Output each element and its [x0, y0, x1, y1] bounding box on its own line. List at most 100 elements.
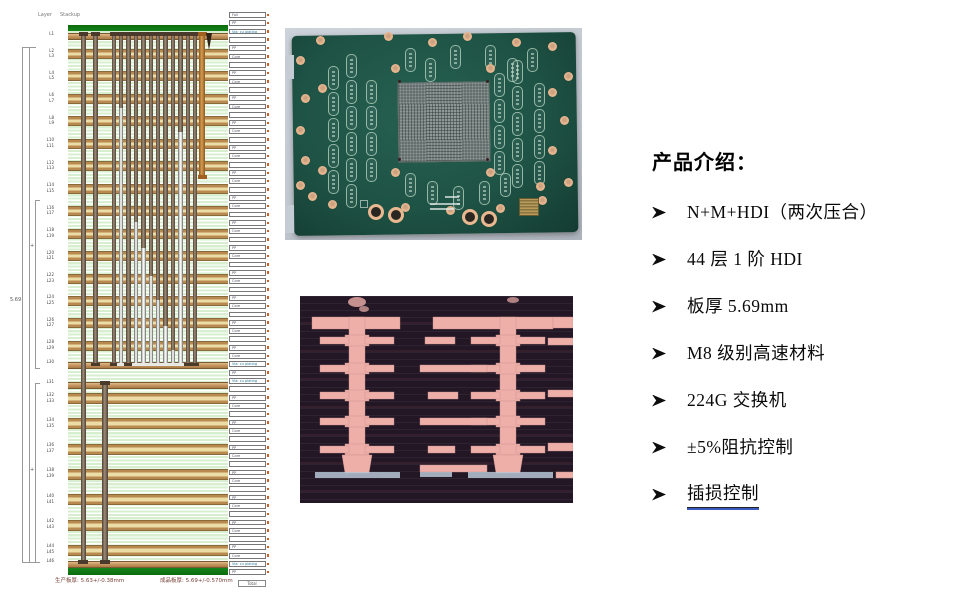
layer-label: L2: [49, 47, 54, 53]
material-box: [229, 36, 266, 43]
backdrilled-via: [155, 300, 161, 366]
silkscreen-square: [360, 200, 368, 208]
via-pad: [124, 32, 133, 36]
connector-footprint: [327, 118, 339, 142]
layer-label: L28: [46, 339, 54, 345]
plated-pad: [511, 37, 521, 47]
stackup-copper-core-pair: [68, 161, 228, 172]
dimension-line: [35, 383, 36, 562]
stackup-copper-core-pair: [68, 544, 228, 556]
material-box: [229, 461, 266, 468]
material-box: PP: [229, 220, 266, 226]
material-box: Via: cu plating: [229, 561, 266, 567]
via-pad: [146, 32, 156, 36]
connector-pin-row: [331, 149, 335, 164]
material-box: Core: [229, 153, 266, 160]
material-tick: [266, 146, 269, 150]
layer-label: L32: [46, 391, 54, 397]
material-tick: [266, 188, 269, 191]
layer-label: L6: [49, 92, 54, 98]
material-box: PP: [229, 244, 266, 251]
material-tick: [266, 346, 269, 349]
connector-footprint: [345, 80, 357, 104]
dimension-tick: [35, 200, 40, 201]
layer-label: L4: [49, 69, 54, 75]
via-pad: [131, 32, 141, 36]
connector-footprint: [327, 92, 339, 116]
material-tick: [266, 171, 269, 175]
layer-label: L43: [46, 524, 54, 529]
material-box: Via: cu plating: [229, 378, 266, 384]
material-tick: [266, 504, 269, 507]
material-tick: [266, 271, 269, 274]
connector-pin-row: [369, 85, 373, 100]
layer-label: L21: [46, 255, 54, 261]
fiducial-dot: [398, 158, 401, 161]
connector-footprint: [533, 135, 545, 159]
dimension-label: 5.69: [10, 297, 22, 303]
connector-pin-row: [349, 59, 353, 74]
via-pad: [116, 32, 126, 36]
layer-label: L5: [49, 75, 54, 81]
layer-label: L8: [49, 114, 54, 120]
buried-via: [111, 33, 117, 366]
connector-pin-row: [456, 191, 460, 206]
backdrilled-via: [118, 108, 124, 366]
material-tick: [266, 263, 269, 266]
bullet-text: 插损控制: [687, 481, 759, 508]
connector-pin-row: [515, 91, 519, 106]
buried-via: [133, 33, 139, 222]
bullet-item: 板厚 5.69mm: [652, 294, 967, 319]
connector-pin-row: [530, 53, 534, 68]
connector-footprint: [493, 73, 505, 97]
stackup-copper-core-pair: [68, 295, 228, 306]
footer-thickness-note: 生产板厚: 5.63+/-0.38mm: [55, 578, 125, 584]
material-tick: [266, 471, 269, 474]
connector-pin-row: [369, 163, 373, 178]
via-pad: [109, 32, 119, 36]
material-box: [229, 236, 266, 243]
material-box: Core: [229, 428, 266, 434]
stackup-copper-core-pair: [68, 318, 228, 329]
total-box: Total: [238, 580, 266, 587]
dimension-tick: [22, 47, 36, 48]
stackup-copper-core-pair: [68, 49, 228, 59]
bullet-item: ±5%阻抗控制: [652, 435, 967, 460]
material-box: Core: [229, 303, 266, 309]
bullet-item: M8 级别高速材料: [652, 341, 967, 366]
via-pad: [197, 32, 207, 36]
layer-label: L44: [46, 543, 54, 549]
stackup-copper-layer: [68, 561, 228, 568]
layer-label: L24: [46, 294, 54, 300]
material-tick: [266, 512, 269, 516]
material-tick: [266, 462, 269, 466]
connector-footprint: [327, 144, 339, 168]
connector-pin-row: [349, 163, 353, 178]
mounting-hole: [481, 211, 497, 227]
connector-pin-row: [349, 137, 353, 152]
arrowhead-bullet-icon: [652, 253, 666, 266]
stackup-copper-core-pair: [68, 116, 228, 127]
small-bga-footprint: [519, 198, 539, 216]
buried-via: [170, 33, 176, 350]
board-edge-notch: [285, 205, 294, 233]
layer-label: L7: [49, 97, 54, 103]
connector-footprint: [424, 58, 436, 82]
layer-label: L15: [46, 187, 54, 193]
plated-pad: [559, 115, 569, 125]
filled-via: [199, 33, 205, 177]
connector-pin-row: [482, 186, 486, 201]
buried-via: [126, 33, 131, 366]
connector-pin-row: [515, 169, 519, 184]
layer-label: L46: [46, 558, 54, 563]
connector-pin-row: [408, 178, 412, 193]
connector-footprint: [511, 86, 523, 110]
plated-pad: [563, 71, 573, 81]
plated-pad: [327, 199, 337, 209]
material-tick: [266, 238, 269, 241]
buried-via: [163, 33, 168, 326]
solder-strips: [315, 472, 553, 478]
plated-pad: [485, 167, 495, 177]
connector-footprint: [511, 60, 523, 84]
